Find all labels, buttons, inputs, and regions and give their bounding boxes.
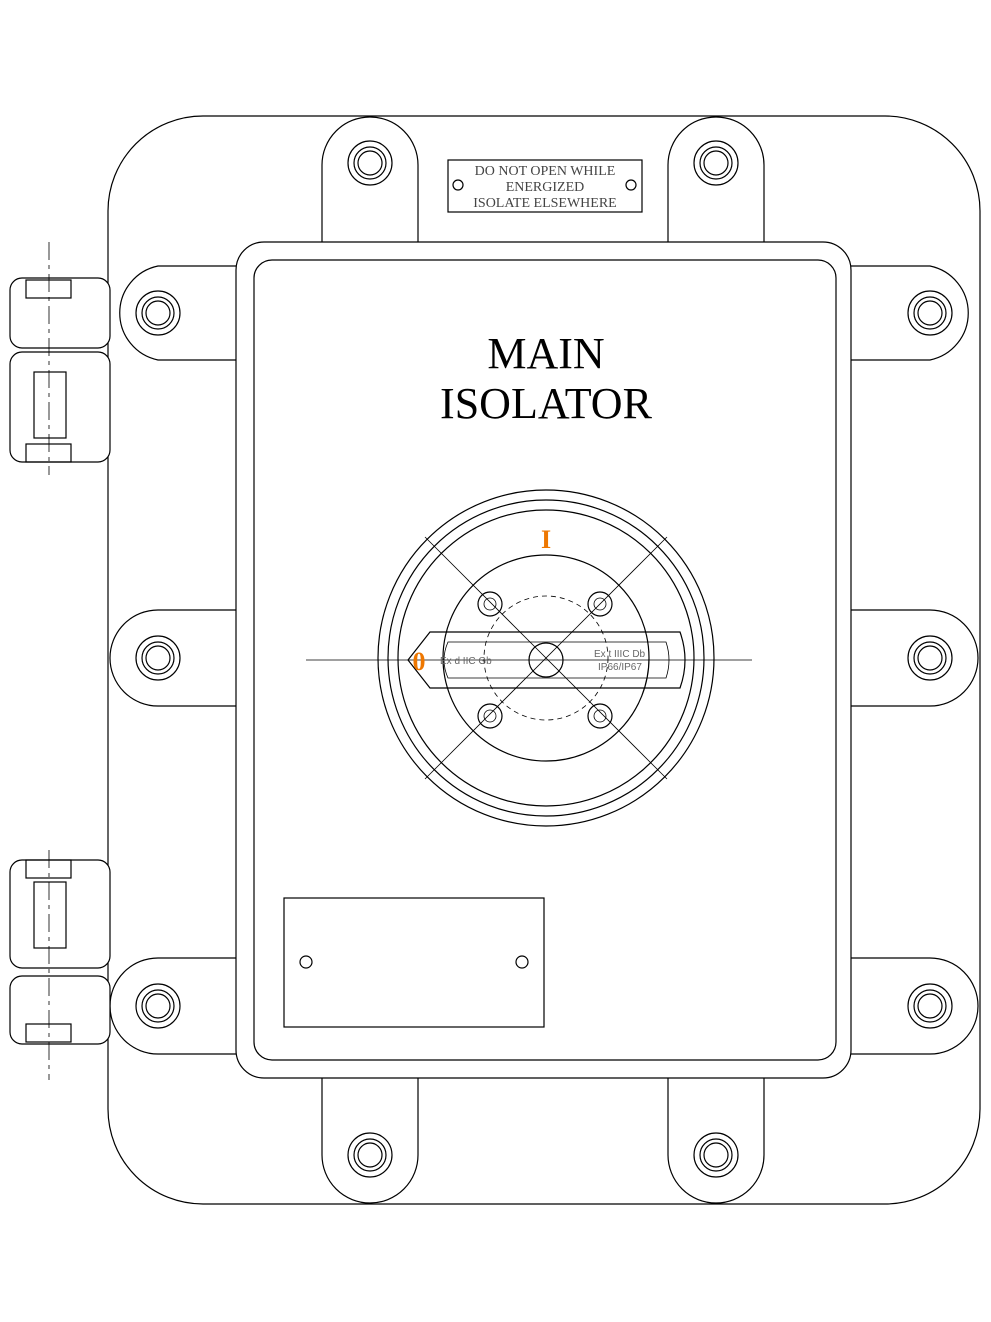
lug-left-top xyxy=(119,265,246,361)
lug-right-mid xyxy=(844,609,979,707)
lug-bottom-right xyxy=(667,1069,765,1204)
title-line-2: ISOLATOR xyxy=(440,379,653,428)
marking-left: Ex d IIC Gb xyxy=(440,656,492,667)
lug-right-top xyxy=(844,265,969,361)
warning-line-3: ISOLATE ELSEWHERE xyxy=(473,196,616,211)
on-position-label: I xyxy=(541,525,551,554)
cover-inner xyxy=(253,259,837,1061)
nameplate xyxy=(283,897,545,1028)
lug-top-right xyxy=(667,116,765,251)
title-line-1: MAIN xyxy=(487,329,604,378)
lug-right-bottom xyxy=(844,957,979,1055)
switch-handle[interactable] xyxy=(407,631,686,689)
hinge-bottom xyxy=(9,859,111,1045)
marking-right-1: Ex t IIIC Db xyxy=(594,649,646,660)
marking-right-2: IP66/IP67 xyxy=(598,662,642,673)
lug-left-mid xyxy=(109,609,246,707)
lug-bottom-left xyxy=(321,1069,419,1204)
lug-left-bottom xyxy=(109,957,246,1055)
lug-top-left xyxy=(321,116,419,251)
rotary-switch: I 0 Ex d IIC Gb Ex t IIIC Db IP66/IP67 xyxy=(306,489,752,827)
hinge-top xyxy=(9,277,111,463)
off-position-label: 0 xyxy=(413,647,426,676)
enclosure-outline xyxy=(107,115,981,1205)
warning-line-2: ENERGIZED xyxy=(506,180,585,195)
warning-label: DO NOT OPEN WHILE ENERGIZED ISOLATE ELSE… xyxy=(447,159,643,213)
warning-line-1: DO NOT OPEN WHILE xyxy=(475,164,616,179)
